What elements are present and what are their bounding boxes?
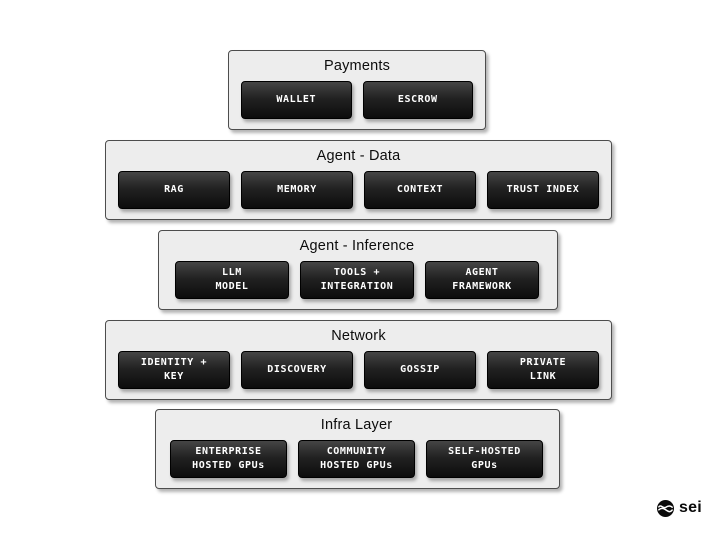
node-rag: RAG — [118, 171, 230, 209]
node-discovery: DISCOVERY — [241, 351, 353, 389]
node-private-link: PRIVATE LINK — [487, 351, 599, 389]
layer-agent-data: Agent - Data RAG MEMORY CONTEXT TRUST IN… — [105, 140, 612, 220]
brand-lockup: sei — [657, 499, 702, 517]
node-enterprise-hosted-gpus: ENTERPRISE HOSTED GPUs — [170, 440, 287, 478]
layer-agent-inference: Agent - Inference LLM MODEL TOOLS + INTE… — [158, 230, 558, 310]
node-context: CONTEXT — [364, 171, 476, 209]
node-row-agent-data: RAG MEMORY CONTEXT TRUST INDEX — [118, 171, 599, 209]
node-wallet: WALLET — [241, 81, 352, 119]
layer-title-agent-inference: Agent - Inference — [299, 238, 415, 254]
layer-title-agent-data: Agent - Data — [316, 148, 401, 164]
layer-title-infra: Infra Layer — [320, 417, 393, 433]
node-tools-integration: TOOLS + INTEGRATION — [300, 261, 414, 299]
layer-infra: Infra Layer ENTERPRISE HOSTED GPUs COMMU… — [155, 409, 560, 489]
layer-title-payments: Payments — [323, 58, 391, 74]
node-row-network: IDENTITY + KEY DISCOVERY GOSSIP PRIVATE … — [118, 351, 599, 389]
node-community-hosted-gpus: COMMUNITY HOSTED GPUs — [298, 440, 415, 478]
node-row-payments: WALLET ESCROW — [241, 81, 473, 119]
layer-title-network: Network — [331, 328, 386, 344]
brand-wordmark: sei — [679, 499, 702, 516]
layer-network: Network IDENTITY + KEY DISCOVERY GOSSIP … — [105, 320, 612, 400]
node-llm-model: LLM MODEL — [175, 261, 289, 299]
sei-logo-icon — [657, 499, 674, 517]
node-agent-framework: AGENT FRAMEWORK — [425, 261, 539, 299]
node-escrow: ESCROW — [362, 81, 473, 119]
node-row-infra: ENTERPRISE HOSTED GPUs COMMUNITY HOSTED … — [170, 440, 543, 478]
node-gossip: GOSSIP — [364, 351, 476, 389]
node-memory: MEMORY — [241, 171, 353, 209]
node-row-agent-inference: LLM MODEL TOOLS + INTEGRATION AGENT FRAM… — [175, 261, 539, 299]
layer-payments: Payments WALLET ESCROW — [228, 50, 486, 130]
node-identity-key: IDENTITY + KEY — [118, 351, 230, 389]
node-self-hosted-gpus: SELF-HOSTED GPUs — [426, 440, 543, 478]
node-trust-index: TRUST INDEX — [487, 171, 599, 209]
